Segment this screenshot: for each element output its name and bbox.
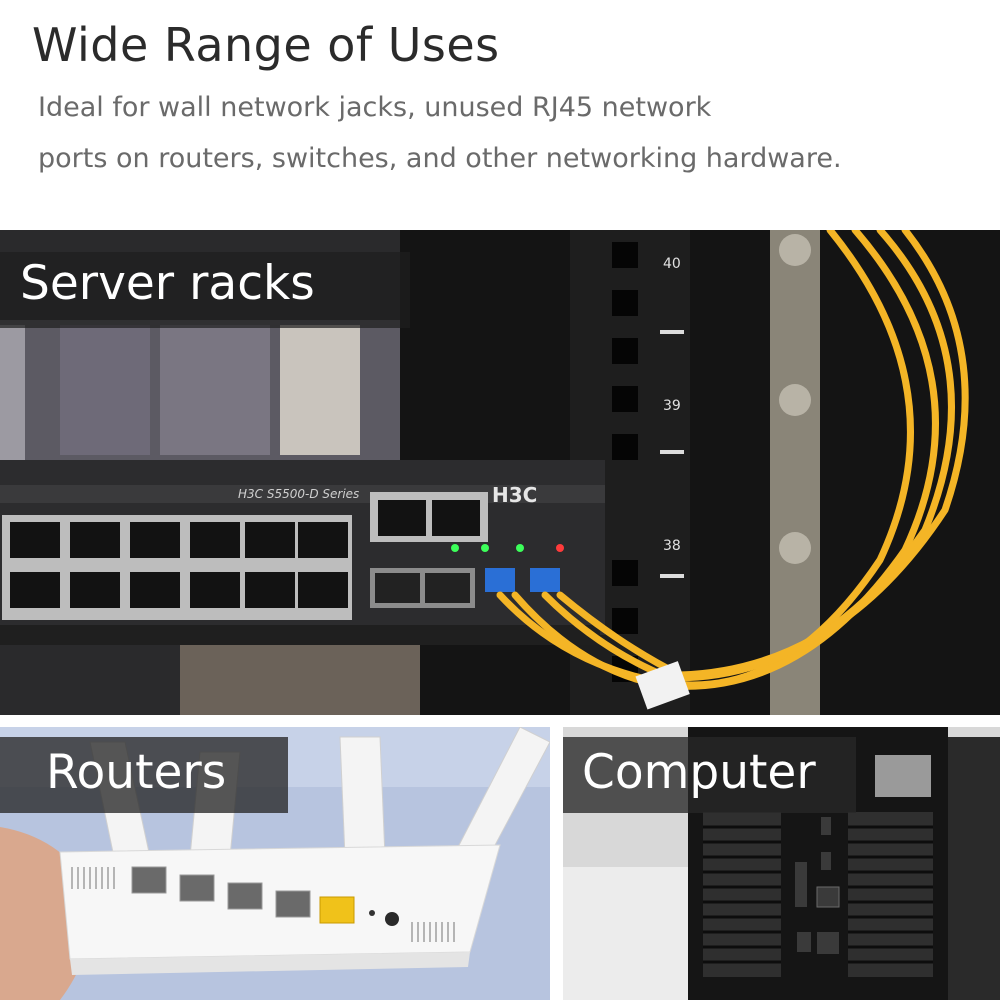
rack-unit-39: 39 [663, 398, 681, 414]
routers-label: Routers [0, 737, 288, 813]
page-title: Wide Range of Uses [32, 18, 500, 72]
description-line-2: ports on routers, switches, and other ne… [38, 143, 842, 174]
switch-model-text: H3C S5500-D Series [238, 487, 359, 501]
computer-panel: Computer [563, 727, 1000, 1000]
rack-unit-40: 40 [663, 256, 681, 272]
computer-label: Computer [563, 737, 856, 813]
switch-brand-text: H3C [492, 483, 537, 507]
server-racks-label: Server racks [0, 252, 410, 328]
routers-panel: Routers [0, 727, 550, 1000]
server-rack-illustration: 40 39 38 H3C S5500-D Series H3C [0, 230, 1000, 715]
rack-unit-38: 38 [663, 538, 681, 554]
server-racks-panel: 40 39 38 H3C S5500-D Series H3C [0, 230, 1000, 715]
description-line-1: Ideal for wall network jacks, unused RJ4… [38, 92, 712, 123]
header-section: Wide Range of Uses Ideal for wall networ… [0, 0, 1000, 230]
